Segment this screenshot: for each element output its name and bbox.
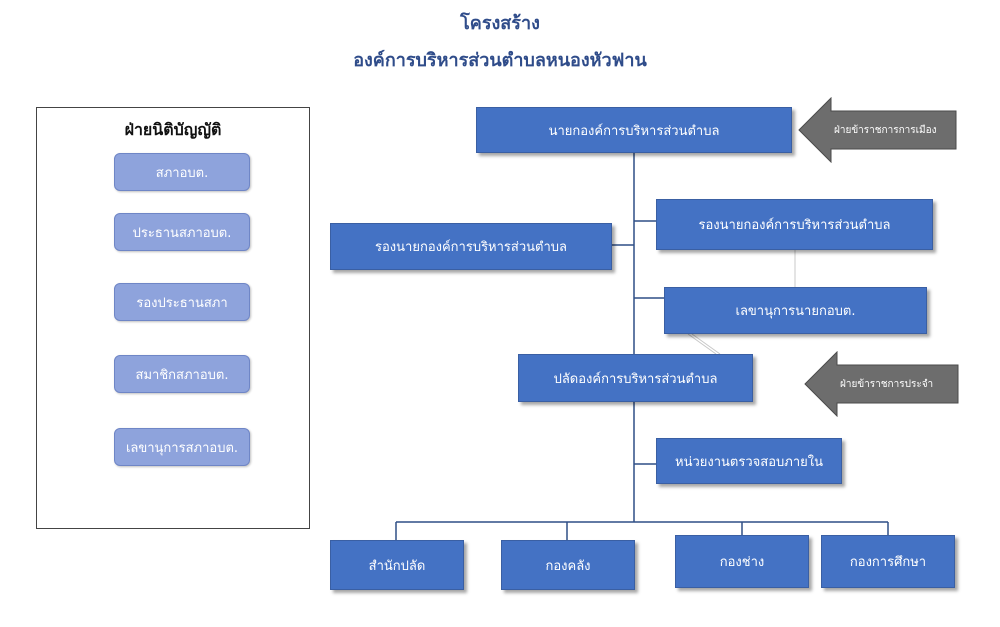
council-president-box: ประธานสภาอบต. <box>114 213 250 251</box>
department-education: กองการศึกษา <box>821 535 955 588</box>
mayor-box: นายกองค์การบริหารส่วนตำบล <box>476 107 792 153</box>
council-vice-president-box: รองประธานสภา <box>114 283 250 321</box>
chart-subtitle: องค์การบริหารส่วนตำบลหนองหัวฟาน <box>353 50 647 71</box>
chief-administrator-box: ปลัดองค์การบริหารส่วนตำบล <box>518 354 753 402</box>
council-box: สภาอบต. <box>114 153 250 191</box>
left-arrow-icon <box>804 351 959 417</box>
mayor-secretary-box: เลขานุการนายกอบต. <box>664 287 927 334</box>
department-office-of-chief: สำนักปลัด <box>330 540 464 590</box>
chart-title: โครงสร้าง <box>460 13 540 34</box>
deputy-mayor-left-box: รองนายกองค์การบริหารส่วนตำบล <box>330 223 612 270</box>
political-arrow: ฝ่ายข้าราชการการเมือง <box>798 97 958 163</box>
council-secretary-box: เลขานุการสภาอบต. <box>114 428 250 466</box>
legislative-heading: ฝ่ายนิติบัญญัติ <box>124 120 222 139</box>
council-member-box: สมาชิกสภาอบต. <box>114 355 250 393</box>
department-engineering: กองช่าง <box>675 535 809 588</box>
permanent-arrow: ฝ่ายข้าราชการประจำ <box>804 351 964 417</box>
deputy-mayor-right-box: รองนายกองค์การบริหารส่วนตำบล <box>656 199 933 250</box>
permanent-arrow-label: ฝ่ายข้าราชการประจำ <box>840 378 934 390</box>
political-arrow-label: ฝ่ายข้าราชการการเมือง <box>834 124 937 136</box>
internal-audit-box: หน่วยงานตรวจสอบภายใน <box>656 438 842 484</box>
department-finance: กองคลัง <box>501 540 635 590</box>
left-arrow-icon <box>798 97 957 163</box>
